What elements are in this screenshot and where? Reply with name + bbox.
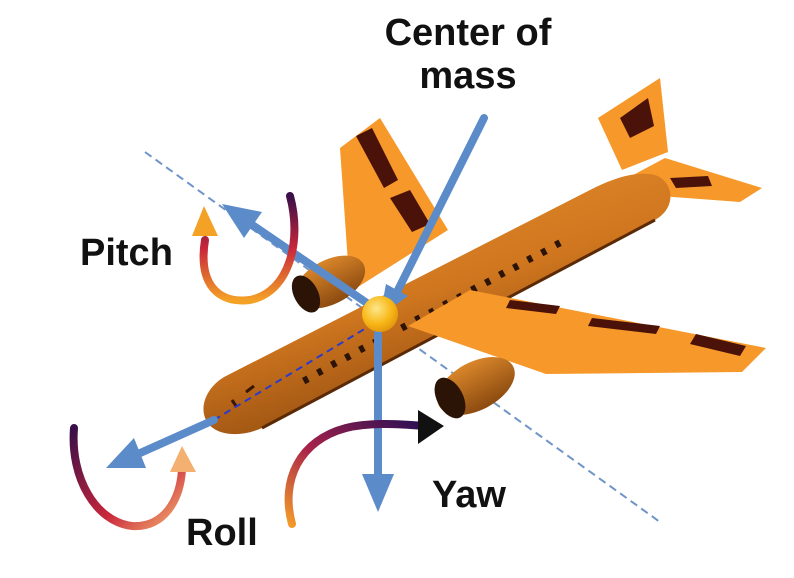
center-of-mass-label: Center of mass <box>384 12 552 97</box>
roll-label: Roll <box>186 512 258 554</box>
roll-axis-dashed-line <box>213 321 377 421</box>
center-of-mass-ball <box>362 296 398 332</box>
pitch-rotation-arrow <box>192 192 299 305</box>
pitch-arrowhead <box>222 204 262 238</box>
center-of-mass-pointer-arrow <box>390 114 488 302</box>
roll-rotation-arrow <box>69 424 196 531</box>
roll-arrowhead <box>106 438 146 468</box>
upper-wing <box>340 118 448 292</box>
yaw-arrowhead <box>362 474 394 512</box>
yaw-rotation-arrow <box>284 410 444 528</box>
pitch-axis-arrow <box>244 218 384 316</box>
axis-arrows <box>106 114 488 512</box>
lower-engine <box>434 357 515 419</box>
pitch-label: Pitch <box>80 232 173 274</box>
roll-axis-arrow <box>134 416 218 458</box>
yaw-label: Yaw <box>432 474 506 516</box>
lower-wing <box>408 290 766 374</box>
